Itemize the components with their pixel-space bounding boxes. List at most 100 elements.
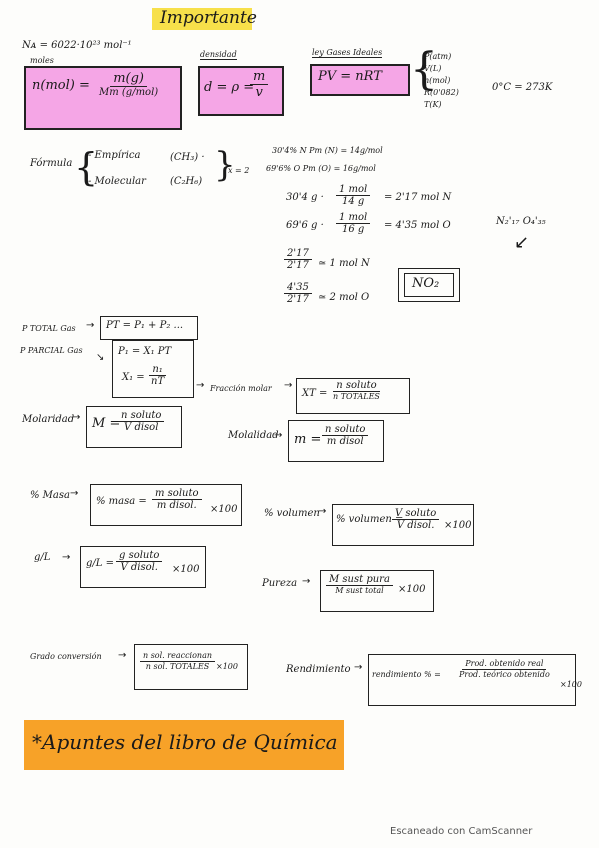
formula-factor: x = 2: [228, 166, 250, 175]
div2-denominator: 2'17: [287, 294, 309, 305]
volumen-numerator: V soluto: [392, 508, 440, 520]
scanner-watermark: Escaneado con CamScanner: [390, 826, 533, 837]
footer-banner-text: *Apuntes del libro de Química: [32, 730, 338, 754]
arrow-right-icon: →: [62, 552, 71, 563]
calc-o-denominator: 16 g: [341, 224, 365, 235]
pureza-denominator: M sust total: [335, 586, 384, 595]
molalidad-numerator: n soluto: [322, 424, 369, 436]
rendimiento-numerator: Prod. obtenido real: [462, 659, 547, 670]
density-lhs: d = ρ =: [204, 80, 255, 95]
calc-line-o: 69'6% O Pm (O) = 16g/mol: [266, 164, 376, 173]
empirical-result: N₂'₁₇ O₄'₃₅: [496, 216, 546, 227]
arrow-right-icon: →: [196, 380, 205, 391]
div1-numerator: 2'17: [284, 248, 312, 260]
ideal-gas-formula: PV = nRT: [318, 69, 382, 84]
ideal-gas-formula-box: [310, 64, 410, 96]
molaridad-denominator: V disol: [124, 422, 159, 433]
gl-label: g/L: [34, 552, 51, 563]
masa-denominator: m disol.: [156, 500, 197, 511]
partial-pressure-label: P PARCIAL Gas: [20, 346, 83, 355]
formula-label: Fórmula: [30, 158, 73, 169]
calc-n-prefix: 30'4 g ·: [286, 192, 324, 203]
molaridad-lhs: M =: [92, 416, 121, 431]
conversion-denominator: n sol. TOTALES: [145, 661, 210, 671]
gas-var-r: R(0'082): [424, 88, 459, 97]
masa-fraction: m soluto m disol.: [152, 488, 202, 512]
moles-numerator: m(g): [110, 71, 147, 88]
title-highlight: [152, 8, 252, 30]
factor-brace: }: [214, 145, 236, 185]
density-formula-box: [198, 66, 284, 116]
density-denominator: v: [255, 85, 263, 101]
fraccion-molar-denominator: n TOTALES: [333, 392, 380, 401]
formula-molecular: - Molecular: [88, 176, 146, 187]
molalidad-box: [288, 420, 384, 462]
gl-numerator: g soluto: [116, 550, 163, 562]
pureza-numerator: M sust pura: [326, 574, 393, 586]
conversion-box: [134, 644, 248, 690]
gas-var-n: n(mol): [424, 76, 451, 85]
div2-result: ≃ 2 mol O: [318, 292, 370, 303]
mole-fraction-small-denominator: nT: [151, 376, 165, 387]
moles-fraction: m(g) Mm (g/mol): [96, 71, 161, 99]
ideal-gas-label: ley Gases Ideales: [312, 48, 383, 58]
formula-empirica-example: (CH₃) ·: [170, 152, 205, 163]
gas-vars-brace: {: [410, 44, 438, 95]
masa-times-100: ×100: [210, 504, 238, 515]
masa-numerator: m soluto: [152, 488, 202, 500]
gas-var-p: P(atm): [424, 52, 452, 61]
masa-box: [90, 484, 242, 526]
moles-lhs: n(mol) =: [32, 78, 90, 93]
arrow-right-icon: →: [86, 320, 95, 331]
gl-box: [80, 546, 206, 588]
div2-numerator: 4'35: [284, 282, 312, 294]
moles-label: moles: [30, 56, 54, 65]
arrow-right-icon: →: [274, 430, 283, 441]
calc-o-numerator: 1 mol: [336, 212, 371, 224]
moles-denominator: Mm (g/mol): [99, 87, 159, 99]
volumen-lhs: % volumen =: [336, 514, 404, 525]
rendimiento-fraction: Prod. obtenido real Prod. teórico obteni…: [456, 659, 553, 679]
total-pressure-label: P TOTAL Gas: [22, 324, 76, 333]
curved-arrow-icon: ↙: [514, 232, 530, 253]
calc-o-fraction: 1 mol 16 g: [336, 212, 371, 236]
footer-banner-highlight: [24, 720, 344, 770]
div1-denominator: 2'17: [287, 260, 309, 271]
molalidad-denominator: m disol: [326, 436, 364, 447]
molalidad-label: Molalidad: [228, 430, 279, 441]
conversion-fraction: n sol. reaccionan n sol. TOTALES: [140, 651, 215, 671]
conversion-times-100: ×100: [216, 662, 238, 671]
formula-molecular-example: (C₂H₆): [170, 176, 203, 187]
volumen-denominator: V disol.: [396, 520, 435, 531]
rendimiento-denominator: Prod. teórico obtenido: [459, 669, 550, 679]
molalidad-fraction: n soluto m disol: [322, 424, 369, 448]
arrow-right-icon: →: [70, 488, 79, 499]
arrow-down-right-icon: ↘: [96, 352, 105, 363]
rendimiento-box: [368, 654, 576, 706]
rendimiento-label: Rendimiento: [286, 664, 351, 675]
gl-fraction: g soluto V disol.: [116, 550, 163, 574]
pureza-fraction: M sust pura M sust total: [326, 574, 393, 596]
fraccion-molar-box: [296, 378, 410, 414]
div1-fraction: 2'17 2'17: [284, 248, 312, 272]
density-label: densidad: [200, 50, 237, 60]
density-fraction: m v: [250, 69, 269, 101]
gas-var-v: V(L): [424, 64, 442, 73]
arrow-right-icon: →: [284, 380, 293, 391]
gl-times-100: ×100: [172, 564, 200, 575]
calc-n-fraction: 1 mol 14 g: [336, 184, 371, 208]
volumen-times-100: ×100: [444, 520, 472, 531]
final-formula-outer-box: [398, 268, 460, 302]
calc-n-denominator: 14 g: [341, 196, 365, 207]
mole-fraction-lhs: X₁ =: [122, 372, 145, 383]
fraccion-molar-label: Fracción molar: [210, 384, 272, 393]
molaridad-numerator: n soluto: [118, 410, 165, 422]
avogadro-constant: Nᴀ = 6022·10²³ mol⁻¹: [22, 40, 132, 51]
volumen-fraction: V soluto V disol.: [392, 508, 440, 532]
total-pressure-formula: PT = P₁ + P₂ ...: [106, 320, 184, 331]
calc-line-n: 30'4% N Pm (N) = 14g/mol: [272, 146, 383, 155]
molaridad-fraction: n soluto V disol: [118, 410, 165, 434]
moles-formula-box: [24, 66, 182, 130]
div2-fraction: 4'35 2'17: [284, 282, 312, 306]
